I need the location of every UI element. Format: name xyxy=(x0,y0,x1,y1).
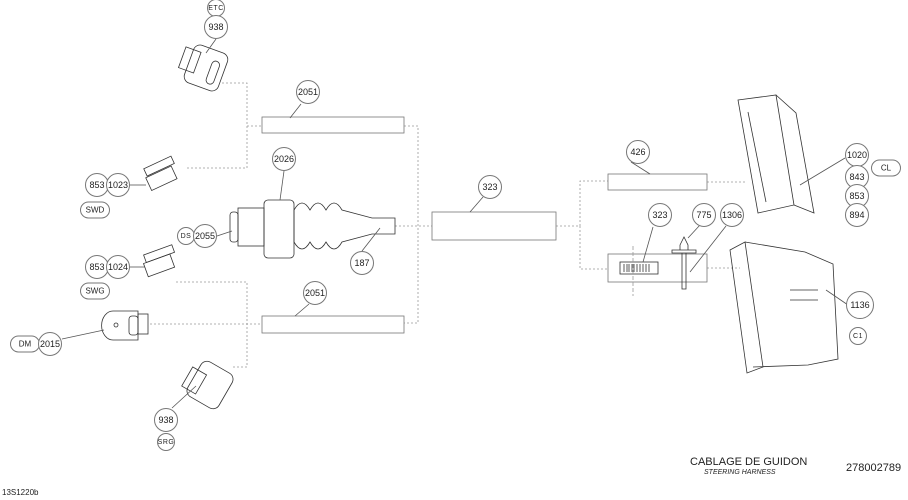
callout-c1-code: C1 xyxy=(849,327,867,345)
callout-main-harness[interactable]: 323 xyxy=(478,175,502,199)
callout-ds-part[interactable]: 2055 xyxy=(193,224,217,248)
callout-clip[interactable]: 1306 xyxy=(720,203,744,227)
etc-connector-icon xyxy=(177,44,229,92)
dm-connector-icon xyxy=(101,310,149,341)
wire-routes xyxy=(150,82,745,368)
callout-cl-harness[interactable]: 426 xyxy=(626,140,650,164)
harness-boxes xyxy=(261,116,708,334)
callout-cl-part[interactable]: 1020 xyxy=(845,143,869,167)
part-number: 278002789 xyxy=(846,462,902,474)
callout-swg-code: SWG xyxy=(80,282,110,300)
label-and-stud-icon xyxy=(619,236,697,296)
callout-swd-code: SWD xyxy=(80,201,110,219)
callout-dm-part[interactable]: 2015 xyxy=(38,332,62,356)
callout-steering-switch[interactable]: 2026 xyxy=(272,147,296,171)
swd-connector-icon xyxy=(143,155,178,192)
callout-swg-part2[interactable]: 1024 xyxy=(106,255,130,279)
steering-switch-icon xyxy=(229,199,396,259)
drawing-id: 13S1220b xyxy=(2,488,39,497)
title-main: CABLAGE DE GUIDON xyxy=(690,456,808,468)
label-box xyxy=(607,253,708,283)
callout-top-harness[interactable]: 2051 xyxy=(296,80,320,104)
callout-swd-part2[interactable]: 1023 xyxy=(106,173,130,197)
callout-srg-code: SRG xyxy=(157,433,175,451)
swg-connector-icon xyxy=(142,244,176,278)
c1-connector-icon xyxy=(729,241,839,374)
title-sub: STEERING HARNESS xyxy=(704,469,776,476)
leader-lines xyxy=(61,38,849,409)
callout-stud[interactable]: 775 xyxy=(692,203,716,227)
callout-cl-code: CL xyxy=(871,159,901,177)
callout-etc-part[interactable]: 938 xyxy=(204,15,228,39)
callout-c1-part[interactable]: 1136 xyxy=(846,291,874,319)
callout-bottom-harness[interactable]: 2051 xyxy=(303,281,327,305)
callout-boot[interactable]: 187 xyxy=(350,251,374,275)
cl-connector-icon xyxy=(737,94,815,214)
callout-swd-part1[interactable]: 853 xyxy=(85,173,109,197)
bottom-harness-box xyxy=(261,315,405,334)
main-harness-box xyxy=(431,211,557,241)
callout-dm-code: DM xyxy=(10,335,40,353)
srg-connector-icon xyxy=(181,360,234,410)
callout-cl-part[interactable]: 894 xyxy=(845,203,869,227)
top-harness-box xyxy=(261,116,405,134)
callout-label-part[interactable]: 323 xyxy=(648,203,672,227)
cl-harness-box xyxy=(607,173,708,191)
callout-srg-part[interactable]: 938 xyxy=(154,408,178,432)
